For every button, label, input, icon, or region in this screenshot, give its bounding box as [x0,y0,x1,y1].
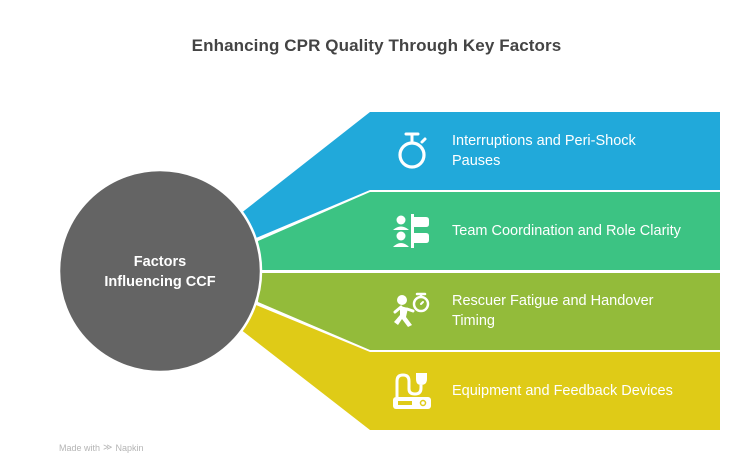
factor-item-fatigue: Rescuer Fatigue and Handover Timing [392,272,712,350]
team-roles-icon [392,211,432,251]
device-icon [392,371,432,411]
napkin-logo-icon: ≫ [103,442,113,452]
watermark-text: Made with [59,442,101,453]
factor-item-equipment: Equipment and Feedback Devices [392,352,712,430]
stopwatch-icon [392,131,432,171]
factor-band-equipment [240,305,720,430]
watermark: Made with ≫ Napkin [59,442,143,453]
factor-label: Interruptions and Peri-Shock Pauses [452,133,636,169]
factor-label: Equipment and Feedback Devices [452,383,673,399]
hub-label-line1: Factors [133,254,187,270]
hub-circle [57,168,263,374]
factor-label: Rescuer Fatigue and Handover Timing [452,293,654,329]
factor-label: Team Coordination and Role Clarity [452,223,681,239]
factor-item-team: Team Coordination and Role Clarity [392,192,712,270]
factor-band-fatigue [258,273,720,350]
hub-label: Factors Influencing CCF [60,252,260,292]
factor-band-interruptions [240,112,720,238]
watermark-brand: Napkin [115,442,144,453]
factor-band-team [258,192,720,270]
hub-label-line2: Influencing CCF [104,274,216,290]
factor-item-interruptions: Interruptions and Peri-Shock Pauses [392,112,712,190]
runner-timer-icon [392,291,432,331]
diagram-title: Enhancing CPR Quality Through Key Factor… [191,36,562,55]
